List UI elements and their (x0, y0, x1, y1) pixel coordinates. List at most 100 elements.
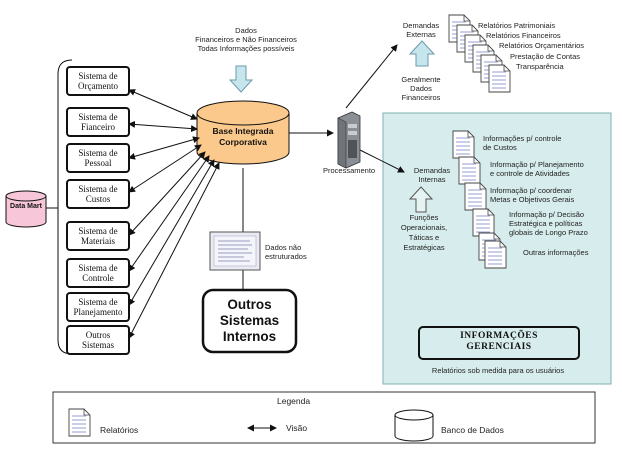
internal-source-line-3: Táticas e (408, 233, 440, 242)
system-financeiro-line-1: Sistema de (78, 112, 118, 122)
unstructured-line-2: estruturados (265, 252, 307, 261)
external-title-line-2: Externas (406, 30, 436, 39)
external-source-line-1: Geralmente (401, 75, 441, 84)
internal-source-line-2: Operacionais, (400, 223, 448, 232)
link-pessoal (128, 136, 200, 160)
legend-database-label: Banco de Dados (441, 425, 504, 435)
input-line-2: Financeiros e Não Financeiros (195, 35, 297, 44)
input-down-arrow (228, 65, 254, 93)
other-systems-line-2: Sistemas (219, 313, 280, 328)
system-materiais-line-2: Materiais (81, 236, 115, 246)
system-pessoal-line-2: Pessoal (84, 158, 112, 168)
internal-item-planning-line-2: e controle de Atividades (490, 169, 570, 178)
external-demands-title: Demandas Externas (392, 21, 450, 39)
data-mart-label: Data Mart (10, 203, 42, 210)
other-internal-systems-box (201, 288, 298, 354)
processing-label: Processamento (323, 166, 376, 175)
link-processing-internal (359, 149, 405, 173)
other-systems-line-3: Internos (222, 329, 277, 344)
internal-source-line-1: Funções (409, 213, 439, 222)
internal-item-goals-line-1: Informação p/ coordenar (490, 186, 572, 195)
system-controle-line-2: Controle (82, 273, 114, 283)
central-db-line-1: Base Integrada (212, 126, 274, 136)
system-controle-line-1: Sistema de (78, 263, 118, 273)
legend-title: Legenda (277, 396, 311, 406)
system-outros-line-1: Outros (85, 330, 111, 340)
data-mart-cylinder (5, 190, 47, 228)
systems-bracket (57, 59, 73, 355)
external-report-doc-icon-6 (488, 64, 511, 93)
external-source-line-2: Dados (410, 84, 432, 93)
system-financeiro-line-2: Fianceiro (81, 122, 115, 132)
system-custos-line-1: Sistema de (78, 184, 118, 194)
server-icon (337, 111, 361, 169)
internal-item-strategy-line-2: Estratégica e políticas (509, 219, 583, 228)
internal-item-goals-line-2: Metas e Objetivos Gerais (490, 195, 575, 204)
legend-database-cylinder (394, 409, 434, 442)
internal-item-strategy-line-3: globais de Longo Prazo (509, 228, 588, 237)
external-report-5: Transparência (516, 62, 564, 71)
system-outros-line-2: Sistemas (81, 340, 114, 350)
system-materiais-line-1: Sistema de (78, 226, 118, 236)
legend-report-doc-icon (68, 408, 91, 437)
internal-report-doc-icon-2 (458, 156, 481, 185)
link-controle (128, 155, 210, 272)
management-info-label: INFORMAÇÕES GERENCIAIS (419, 331, 579, 353)
external-source-label: Geralmente Dados Financeiros (392, 75, 450, 102)
internal-report-doc-icon-3 (464, 182, 487, 211)
unstructured-data-label: Dados não estruturados (265, 243, 307, 261)
internal-source-line-4: Estratégicas (403, 243, 445, 252)
scanned-document-image (209, 231, 261, 271)
internal-item-other: Outras informações (523, 248, 589, 257)
link-financeiro (128, 120, 198, 133)
internal-item-goals: Informação p/ coordenar Metas e Objetivo… (490, 186, 574, 204)
internal-item-costs-line-1: Informações p/ controle (483, 134, 562, 143)
internal-title-line-2: Internas (418, 175, 446, 184)
link-materiais (128, 151, 206, 236)
external-up-arrow (408, 40, 436, 67)
input-line-3: Todas Informações possíveis (197, 44, 295, 53)
internal-item-strategy: Informação p/ Decisão Estratégica e polí… (509, 210, 588, 237)
external-title-line-1: Demandas (402, 21, 440, 30)
external-report-1: Relatórios Patrimoniais (478, 21, 556, 30)
internal-report-doc-icon-1 (452, 130, 475, 159)
management-line-1: INFORMAÇÕES (460, 331, 538, 341)
system-pessoal-line-1: Sistema de (78, 148, 118, 158)
link-outros (128, 162, 220, 339)
other-systems-line-1: Outros (227, 297, 272, 312)
legend-reports-label: Relatórios (100, 425, 139, 435)
internal-demands-title: Demandas Internas (402, 166, 462, 184)
external-report-2: Relatórios Financeiros (486, 31, 561, 40)
management-line-2: GERENCIAIS (466, 342, 532, 352)
legend-box (52, 391, 596, 444)
legend-view-label: Visão (286, 423, 308, 433)
external-source-line-3: Financeiros (401, 93, 441, 102)
internal-item-planning: Informação p/ Planejamento e controle de… (490, 160, 584, 178)
internal-up-arrow (408, 186, 434, 213)
external-report-4: Prestação de Contas (510, 52, 581, 61)
link-processing-external (345, 44, 398, 109)
input-line-1: Dados (235, 26, 257, 35)
system-planejamento-line-1: Sistema de (78, 297, 118, 307)
central-db-line-2: Corporativa (219, 137, 267, 147)
external-report-3: Relatórios Orçamentários (499, 41, 585, 50)
system-orcamento-line-1: Sistema de (78, 71, 118, 81)
tailored-reports-label: Relatórios sob medida para os usuários (431, 366, 565, 375)
central-db-label: Base Integrada Corporativa (197, 126, 289, 148)
management-info-box (418, 326, 580, 360)
other-internal-systems-label: Outros Sistemas Internos (203, 297, 296, 345)
internal-item-strategy-line-1: Informação p/ Decisão (509, 210, 585, 219)
internal-report-doc-icon-4 (472, 208, 495, 237)
link-planejamento (128, 159, 215, 306)
internal-item-costs-line-2: de Custos (483, 143, 517, 152)
system-planejamento-line-2: Planejamento (73, 307, 123, 317)
input-data-label: Dados Financeiros e Não Financeiros Toda… (176, 26, 316, 53)
